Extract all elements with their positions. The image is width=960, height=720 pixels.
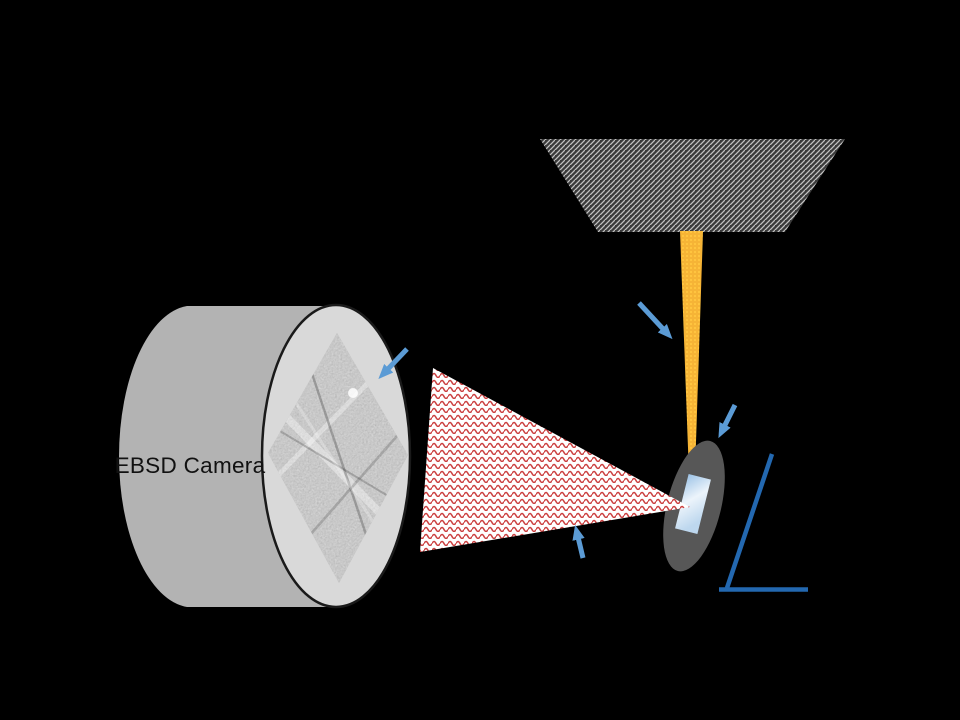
tilt-axis-line — [724, 453, 775, 589]
diffracted-electron-cone — [420, 368, 690, 552]
ebsd-camera-group: EBSD Camera — [115, 303, 412, 609]
annotation-arrows — [378, 301, 738, 559]
kikuchi-bright-spot — [348, 388, 358, 398]
tilt-angle-indicator — [719, 453, 808, 592]
sample-surface — [675, 474, 711, 534]
kikuchi-line — [269, 424, 408, 509]
sample-group — [663, 440, 725, 572]
ebsd-camera-label: EBSD Camera — [115, 453, 266, 478]
cone-arrow-icon — [572, 524, 586, 559]
beam-arrow-icon — [637, 301, 673, 340]
pattern-arrow-icon — [378, 347, 409, 380]
electron-beam — [680, 231, 703, 502]
sample-arrow-icon — [718, 403, 738, 439]
pole-piece-shape — [540, 139, 845, 232]
